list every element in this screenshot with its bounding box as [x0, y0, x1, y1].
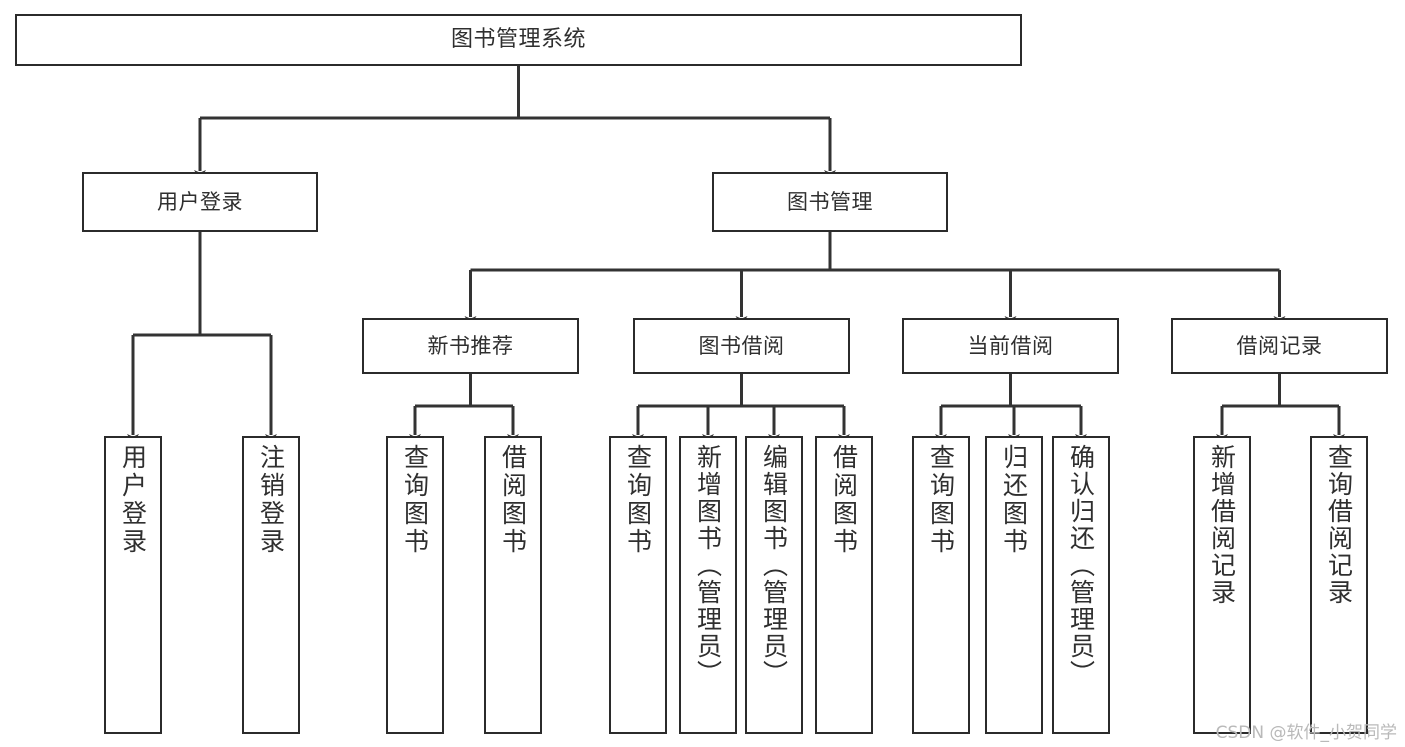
node-label: 图书管理系统 — [450, 27, 586, 53]
node-borrow[interactable]: 图书借阅 — [633, 318, 850, 374]
node-f-b1[interactable]: 借阅图书 — [484, 436, 542, 734]
node-label: 查询图书 — [926, 444, 956, 556]
node-f-ret[interactable]: 归还图书 — [985, 436, 1043, 734]
node-label: 注销登录 — [256, 444, 286, 556]
node-f-logout[interactable]: 注销登录 — [242, 436, 300, 734]
node-f-q1[interactable]: 查询图书 — [386, 436, 444, 734]
node-f-addrec[interactable]: 新增借阅记录 — [1193, 436, 1251, 734]
node-label: 图书借阅 — [698, 333, 785, 358]
node-history[interactable]: 借阅记录 — [1171, 318, 1388, 374]
node-f-b2[interactable]: 借阅图书 — [815, 436, 873, 734]
node-label: 用户登录 — [118, 444, 148, 556]
node-label: 借阅记录 — [1236, 333, 1323, 358]
node-label: 查询借阅记录 — [1324, 444, 1354, 606]
node-bookmgmt[interactable]: 图书管理 — [712, 172, 948, 232]
node-label: 新增借阅记录 — [1207, 444, 1237, 606]
node-f-conf[interactable]: 确认归还（管理员） — [1052, 436, 1110, 734]
node-newrec[interactable]: 新书推荐 — [362, 318, 579, 374]
node-root[interactable]: 图书管理系统 — [15, 14, 1022, 66]
node-f-login[interactable]: 用户登录 — [104, 436, 162, 734]
node-label: 用户登录 — [157, 189, 243, 214]
node-label: 编辑图书（管理员） — [759, 444, 789, 687]
watermark-label: CSDN @软件_小贺同学 — [1215, 723, 1397, 743]
node-f-add[interactable]: 新增图书（管理员） — [679, 436, 737, 734]
node-label: 当前借阅 — [967, 333, 1054, 358]
connector-lines — [127, 66, 1345, 444]
node-f-q2[interactable]: 查询图书 — [609, 436, 667, 734]
node-label: 查询图书 — [623, 444, 653, 556]
node-f-edit[interactable]: 编辑图书（管理员） — [745, 436, 803, 734]
node-label: 查询图书 — [400, 444, 430, 556]
node-label: 归还图书 — [999, 444, 1029, 556]
node-label: 借阅图书 — [829, 444, 859, 556]
node-login[interactable]: 用户登录 — [82, 172, 318, 232]
node-label: 图书管理 — [787, 189, 873, 214]
node-label: 新书推荐 — [427, 333, 514, 358]
node-label: 确认归还（管理员） — [1066, 444, 1096, 687]
node-current[interactable]: 当前借阅 — [902, 318, 1119, 374]
node-label: 借阅图书 — [498, 444, 528, 556]
node-f-qrec[interactable]: 查询借阅记录 — [1310, 436, 1368, 734]
node-label: 新增图书（管理员） — [693, 444, 723, 687]
node-f-q3[interactable]: 查询图书 — [912, 436, 970, 734]
